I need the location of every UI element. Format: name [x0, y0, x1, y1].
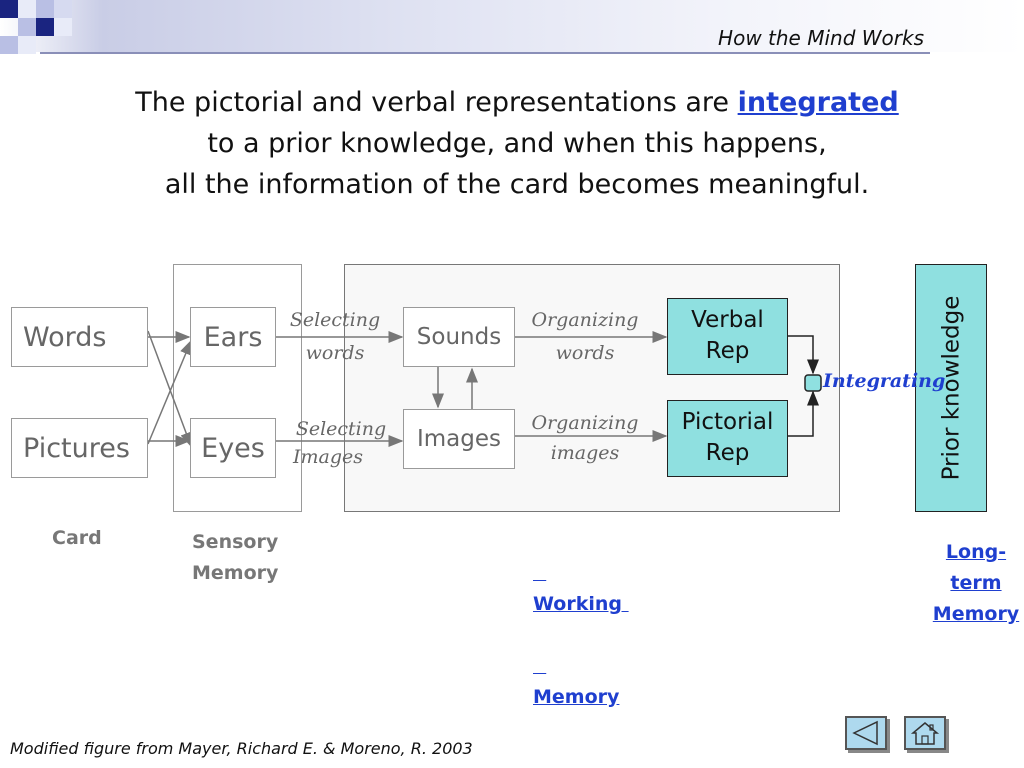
home-button[interactable]: [904, 716, 946, 750]
sounds-box: Sounds: [403, 307, 515, 367]
arrow-pictorial-integrate: [788, 390, 819, 437]
home-icon: [910, 722, 940, 745]
eyes-box: Eyes: [190, 418, 276, 478]
arrow-pictures-ears: [147, 339, 192, 445]
title-line3: all the information of the card becomes …: [164, 169, 870, 200]
prior-knowledge-box: Prior knowledge: [915, 264, 987, 512]
pictorial-rep-line2: Rep: [705, 440, 750, 466]
pictures-box: Pictures: [11, 418, 148, 478]
header-title: How the Mind Works: [718, 26, 924, 50]
title-line2: to a prior knowledge, and when this happ…: [207, 128, 827, 159]
selecting-words-label: Selecting words: [289, 309, 381, 364]
pictorial-rep-line1: Pictorial: [681, 409, 774, 435]
integration-node: [804, 374, 822, 392]
working-memory-link[interactable]: Working Memory: [533, 593, 629, 708]
title-highlight-link[interactable]: integrated: [737, 87, 899, 118]
verbal-rep-line2: Rep: [705, 338, 750, 364]
verbal-rep-box: Verbal Rep: [667, 298, 788, 375]
long-term-memory-link[interactable]: Long- term Memory: [932, 541, 1020, 625]
header-rule: [40, 52, 930, 54]
pictorial-rep-box: Pictorial Rep: [667, 400, 788, 477]
integrating-label: Integrating: [823, 370, 946, 392]
back-button[interactable]: [845, 716, 887, 750]
card-stage-label: Card: [52, 527, 102, 549]
triangle-left-icon: [852, 720, 878, 746]
slide-title: The pictorial and verbal representations…: [40, 82, 994, 205]
words-box: Words: [11, 307, 148, 367]
ears-box: Ears: [190, 307, 276, 367]
organizing-words-label: Organizing words: [531, 309, 639, 364]
citation-footer: Modified figure from Mayer, Richard E. &…: [10, 739, 473, 758]
images-box: Images: [403, 409, 515, 469]
selecting-images-label: Selecting Images: [293, 418, 387, 468]
title-line1: The pictorial and verbal representations…: [135, 87, 738, 118]
arrow-verbal-integrate: [788, 335, 819, 375]
organizing-images-label: Organizing images: [531, 412, 639, 464]
verbal-rep-line1: Verbal: [691, 307, 764, 333]
arrow-words-eyes: [147, 330, 192, 448]
header-band: [0, 0, 1024, 52]
sensory-memory-stage-label: Sensory Memory: [192, 531, 279, 584]
